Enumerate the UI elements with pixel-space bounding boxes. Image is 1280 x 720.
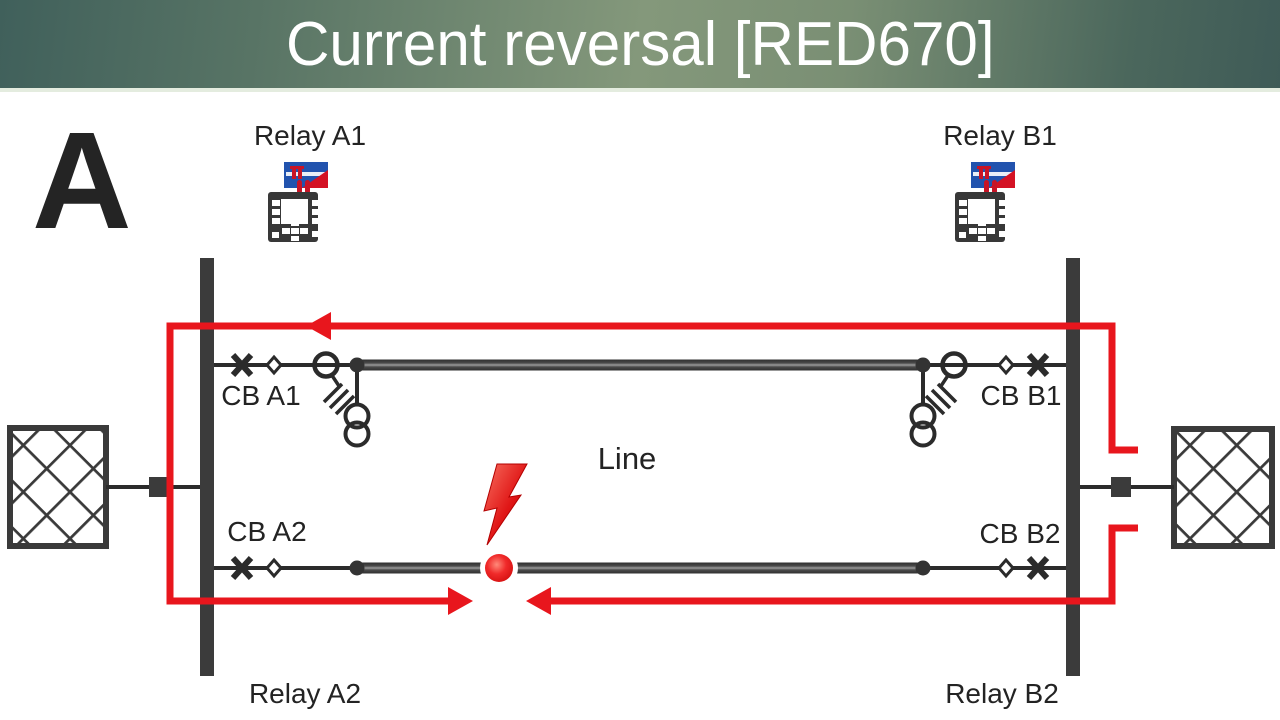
relay-a2-label: Relay A2 <box>248 678 362 709</box>
current-path-line1-to-busA <box>166 322 1138 605</box>
busbar-b <box>1066 258 1080 676</box>
line-1-conductor <box>357 359 923 371</box>
page-title: Current reversal [RED670] <box>285 9 995 79</box>
relay-a1-label: Relay A1 <box>253 120 367 151</box>
relay-b1-icon <box>955 162 1015 242</box>
lightning-icon <box>483 463 528 546</box>
arrowhead-left-icon <box>526 587 551 615</box>
source-b-lattice-icon <box>1171 426 1275 549</box>
current-path-busB-to-fault <box>550 524 1138 605</box>
cb-b2-label: CB B2 <box>979 518 1061 549</box>
line-2-conductor <box>357 562 923 574</box>
bay-cb-a2 <box>214 558 365 578</box>
bay-cb-b2 <box>916 558 1067 578</box>
cb-b1-label: CB B1 <box>980 380 1062 411</box>
title-bar: Current reversal [RED670] <box>0 0 1280 92</box>
relay-b1-label: Relay B1 <box>943 120 1057 151</box>
arrowhead-right-icon <box>448 587 473 615</box>
line-label: Line <box>597 441 657 476</box>
source-b-tap-square <box>1111 477 1131 497</box>
relay-a1-icon <box>268 162 328 242</box>
cb-a2-label: CB A2 <box>227 516 307 547</box>
arrowhead-left-icon <box>306 312 331 340</box>
scenario-letter: A <box>32 104 132 258</box>
source-a-lattice-icon <box>7 425 109 549</box>
source-a-tap-square <box>149 477 169 497</box>
fault-dot-icon <box>485 554 513 582</box>
cb-a1-label: CB A1 <box>221 380 301 411</box>
busbar-a <box>200 258 214 676</box>
relay-b2-label: Relay B2 <box>945 678 1059 709</box>
